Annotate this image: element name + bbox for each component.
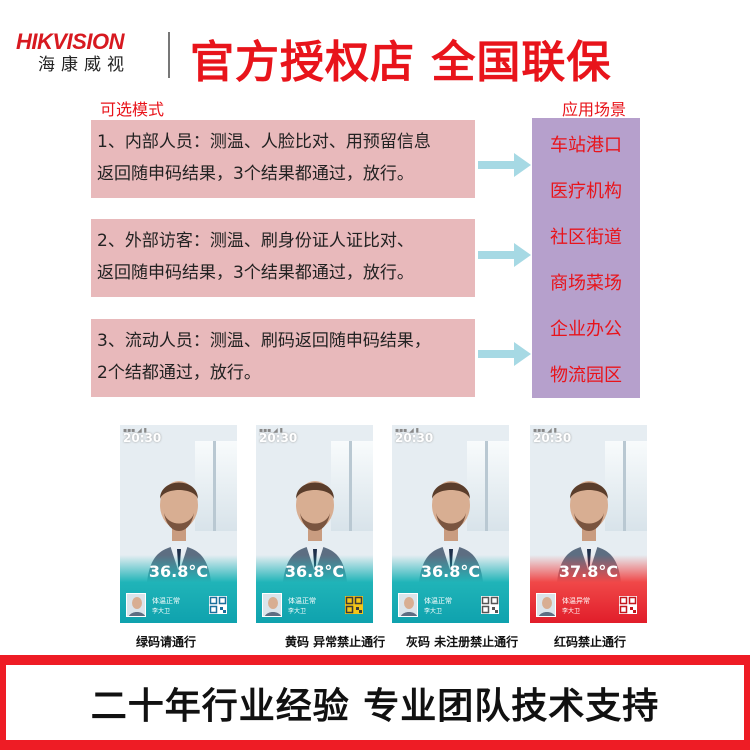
temperature-status: 体温异常 — [562, 597, 590, 605]
clock-time: 20:30 — [533, 431, 572, 445]
modes-label: 可选模式 — [100, 100, 165, 119]
mode-box-internal: 1、内部人员：测温、人脸比对、用预留信息 返回随申码结果，3个结果都通过，放行。 — [91, 120, 475, 198]
device-screen-red: ▪▪▪ ◢ ▮ 20:30 37.8°C 体温异常 李大卫 — [530, 425, 647, 623]
person-name: 李大卫 — [424, 608, 443, 615]
caption-yellow: 黄码 异常禁止通行 — [285, 635, 386, 649]
arrow-right-icon — [478, 342, 531, 366]
mode-line: 1、内部人员：测温、人脸比对、用预留信息 — [97, 132, 431, 152]
temperature-reading: 36.8°C — [284, 562, 345, 581]
footer-slogan: 二十年行业经验 专业团队技术支持 — [90, 685, 660, 727]
mode-line: 2、外部访客：测温、刷身份证人证比对、 — [97, 231, 414, 251]
temperature-reading: 37.8°C — [558, 562, 619, 581]
status-bar: ▪▪▪ ◢ ▮ — [123, 427, 147, 434]
avatar — [262, 593, 282, 617]
scene-item: 物流园区 — [550, 365, 622, 386]
status-bar: ▪▪▪ ◢ ▮ — [533, 427, 557, 434]
headline: 官方授权店 全国联保 — [190, 37, 612, 88]
background-window — [467, 441, 509, 531]
scene-item: 社区街道 — [550, 227, 622, 248]
qr-code-icon — [619, 596, 637, 614]
temperature-reading: 36.8°C — [420, 562, 481, 581]
status-bar: ▪▪▪ ◢ ▮ — [259, 427, 283, 434]
device-screen-yellow: ▪▪▪ ◢ ▮ 20:30 36.8°C 体温正常 李大卫 — [256, 425, 373, 623]
person-name: 李大卫 — [288, 608, 307, 615]
arrow-right-icon — [478, 153, 531, 177]
qr-code-icon — [345, 596, 363, 614]
arrow-right-icon — [478, 243, 531, 267]
clock-time: 20:30 — [395, 431, 434, 445]
caption-red: 红码禁止通行 — [554, 635, 627, 649]
device-screen-green: ▪▪▪ ◢ ▮ 20:30 36.8°C 体温正常 李大卫 — [120, 425, 237, 623]
clock-time: 20:30 — [123, 431, 162, 445]
scene-item: 企业办公 — [550, 319, 622, 340]
background-window — [195, 441, 237, 531]
scenes-label: 应用场景 — [562, 100, 627, 119]
person-name: 李大卫 — [152, 608, 171, 615]
avatar — [398, 593, 418, 617]
scene-item: 商场菜场 — [550, 273, 622, 294]
device-screen-gray: ▪▪▪ ◢ ▮ 20:30 36.8°C 体温正常 李大卫 — [392, 425, 509, 623]
footer-banner-inner: 二十年行业经验 专业团队技术支持 — [6, 665, 744, 740]
caption-gray: 灰码 未注册禁止通行 — [406, 635, 519, 649]
temperature-reading: 36.8°C — [148, 562, 209, 581]
footer-banner: 二十年行业经验 专业团队技术支持 — [0, 655, 750, 750]
mode-line: 返回随申码结果，3个结果都通过，放行。 — [97, 164, 414, 184]
scenes-panel: 车站港口 医疗机构 社区街道 商场菜场 企业办公 物流园区 — [532, 118, 640, 398]
background-window — [331, 441, 373, 531]
status-bar: ▪▪▪ ◢ ▮ — [395, 427, 419, 434]
clock-time: 20:30 — [259, 431, 298, 445]
background-window — [605, 441, 647, 531]
avatar — [126, 593, 146, 617]
person-name: 李大卫 — [562, 608, 581, 615]
temperature-status: 体温正常 — [424, 597, 452, 605]
mode-line: 2个结都通过，放行。 — [97, 363, 261, 383]
mode-line: 返回随申码结果，3个结果都通过，放行。 — [97, 263, 414, 283]
temperature-status: 体温正常 — [288, 597, 316, 605]
qr-code-icon — [209, 596, 227, 614]
header-divider — [168, 32, 170, 78]
mode-line: 3、流动人员：测温、刷码返回随申码结果， — [97, 331, 431, 351]
temperature-status: 体温正常 — [152, 597, 180, 605]
brand-cn: 海康威视 — [38, 55, 130, 75]
brand-en: HIKVISION — [16, 29, 124, 54]
scene-item: 车站港口 — [550, 135, 622, 156]
caption-green: 绿码请通行 — [136, 635, 197, 649]
mode-box-visitor: 2、外部访客：测温、刷身份证人证比对、 返回随申码结果，3个结果都通过，放行。 — [91, 219, 475, 297]
avatar — [536, 593, 556, 617]
hikvision-logo: HIKVISION 海康威视 — [16, 30, 156, 76]
scene-item: 医疗机构 — [550, 181, 622, 202]
qr-code-icon — [481, 596, 499, 614]
mode-box-mobile: 3、流动人员：测温、刷码返回随申码结果， 2个结都通过，放行。 — [91, 319, 475, 397]
